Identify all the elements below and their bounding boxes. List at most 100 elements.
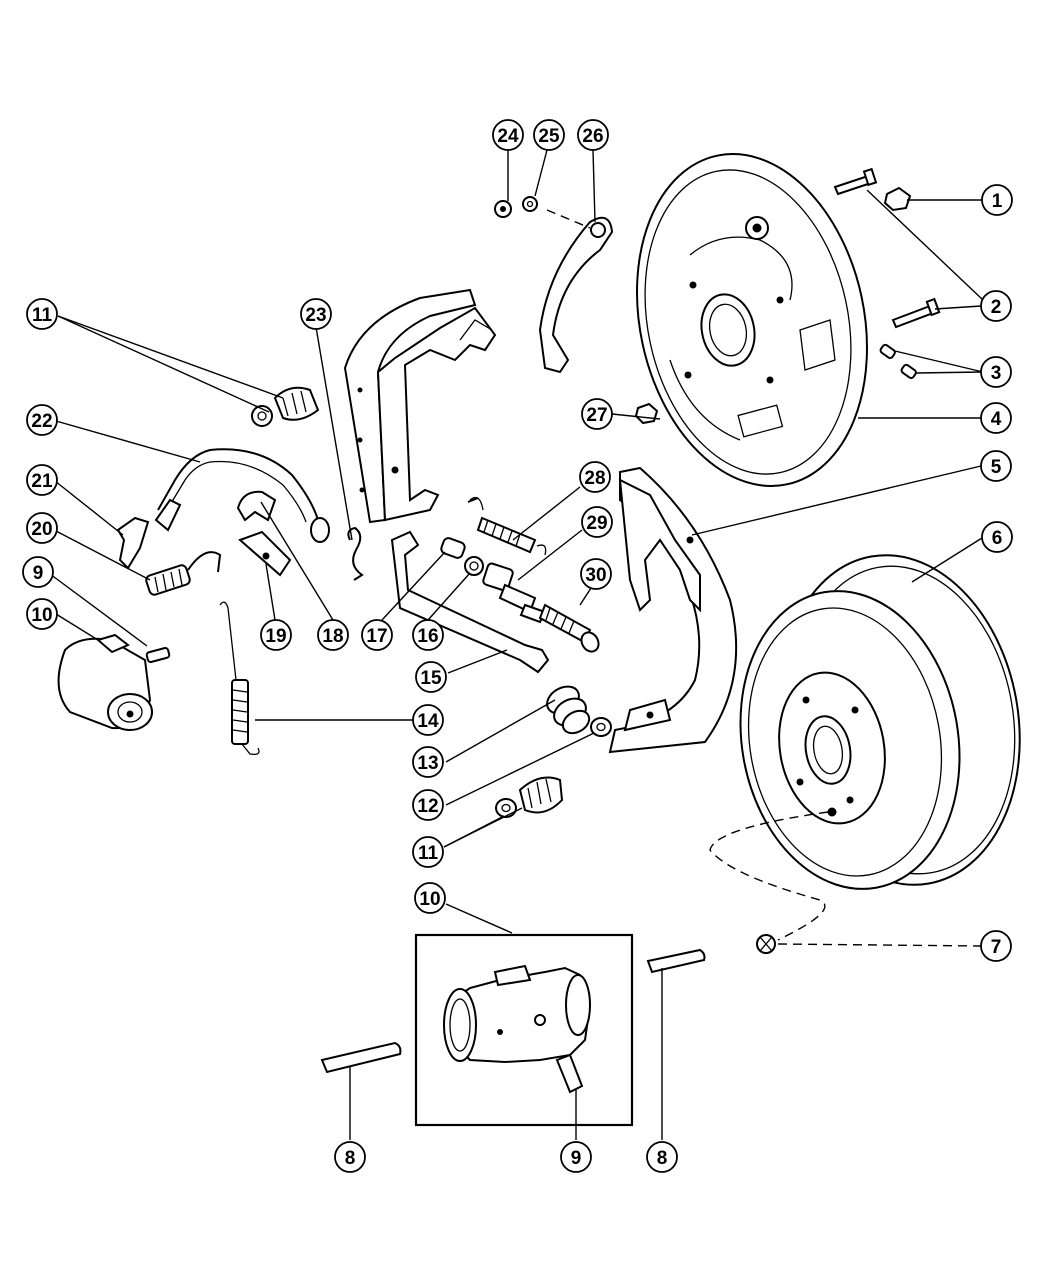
callout-label: 14: [417, 711, 439, 732]
callout-bubble: 8: [646, 1141, 678, 1173]
callout-bubble: 22: [26, 404, 58, 436]
callout-label: 10: [31, 605, 52, 626]
adjuster-nut: [538, 603, 600, 653]
pivot: [440, 537, 466, 559]
callout-bubble: 21: [26, 464, 58, 496]
callout-label: 25: [538, 126, 560, 147]
pin: [646, 948, 706, 974]
callout-label: 20: [31, 519, 52, 540]
callout-bubble: 24: [492, 119, 524, 151]
callout-label: 23: [305, 305, 326, 326]
return-spring: [467, 496, 547, 556]
dust-boot: [273, 386, 320, 421]
callout-label: 29: [586, 513, 607, 534]
retainer-clip: [236, 490, 277, 522]
callout-label: 11: [418, 843, 439, 864]
parking-brake-cable: [154, 448, 330, 543]
callout-bubble: 23: [300, 298, 332, 330]
brake-drum: [739, 554, 1021, 890]
callout-label: 19: [265, 626, 286, 647]
callout-label: 22: [31, 411, 52, 432]
hex-nut: [883, 186, 912, 212]
callout-label: 17: [366, 626, 387, 647]
callout-bubble: 11: [412, 836, 444, 868]
backing-plate: [636, 153, 868, 487]
callout-bubble: 8: [334, 1141, 366, 1173]
callout-bubble: 30: [580, 558, 612, 590]
adjuster-lever: [538, 216, 614, 374]
wheel-cylinder: [57, 633, 153, 731]
callout-label: 2: [991, 297, 1002, 318]
adjuster-screw: [482, 562, 547, 624]
lower-brake-shoe: [608, 466, 738, 754]
callout-label: 16: [417, 626, 438, 647]
callout-label: 7: [991, 937, 1002, 958]
washer: [495, 798, 517, 818]
callout-label: 18: [322, 626, 343, 647]
upper-brake-shoe: [343, 288, 497, 524]
mounting-bolt: [833, 167, 878, 196]
tinnerman-nut: [756, 934, 776, 954]
callout-label: 30: [585, 565, 606, 586]
callout-bubble: 12: [412, 789, 444, 821]
callout-bubble: 1: [981, 184, 1013, 216]
spring-clip: [347, 526, 364, 581]
callout-label: 24: [497, 126, 519, 147]
callout-bubble: 29: [581, 506, 613, 538]
access-plug: [879, 343, 917, 379]
washer: [590, 717, 612, 737]
wheel-cylinder-inset: [414, 933, 634, 1127]
callout-label: 27: [586, 405, 607, 426]
mounting-bolt: [891, 297, 941, 329]
callout-bubble: 18: [317, 619, 349, 651]
compression-spring: [546, 685, 591, 735]
callout-bubble: 14: [412, 704, 444, 736]
callout-label: 8: [345, 1148, 356, 1169]
callout-label: 4: [991, 409, 1002, 430]
callout-label: 8: [657, 1148, 668, 1169]
return-spring-long: [219, 601, 260, 756]
spring: [145, 551, 222, 596]
washer: [464, 556, 484, 576]
callout-bubble: 20: [26, 512, 58, 544]
callout-label: 3: [991, 363, 1002, 384]
callout-bubble: 10: [26, 598, 58, 630]
parking-strut: [390, 530, 550, 674]
nut: [634, 402, 659, 425]
bleeder-screw: [145, 646, 171, 664]
callout-bubble: 9: [22, 556, 54, 588]
callout-label: 5: [991, 457, 1002, 478]
callout-bubble: 3: [980, 356, 1012, 388]
callout-label: 21: [31, 471, 53, 492]
mounting-bracket: [116, 516, 150, 570]
callout-bubble: 9: [560, 1141, 592, 1173]
callout-bubble: 2: [980, 290, 1012, 322]
callout-label: 6: [992, 528, 1003, 549]
callout-bubble: 4: [980, 402, 1012, 434]
callout-bubble: 17: [361, 619, 393, 651]
callout-bubble: 16: [412, 619, 444, 651]
callout-bubble: 28: [579, 461, 611, 493]
callout-bubble: 11: [26, 298, 58, 330]
callout-label: 9: [33, 563, 44, 584]
callout-bubble: 19: [260, 619, 292, 651]
callout-bubble: 25: [533, 119, 565, 151]
callout-bubble: 27: [581, 398, 613, 430]
callout-label: 9: [571, 1148, 582, 1169]
leader-lines: [49, 149, 984, 1140]
callout-bubble: 6: [981, 521, 1013, 553]
callout-label: 10: [419, 889, 440, 910]
retainer-plate: [238, 530, 292, 577]
callout-bubble: 13: [412, 746, 444, 778]
callout-bubble: 7: [980, 930, 1012, 962]
callout-bubble: 26: [577, 119, 609, 151]
callout-bubble: 5: [980, 450, 1012, 482]
callout-label: 12: [417, 796, 438, 817]
callout-label: 1: [992, 191, 1003, 212]
dust-boot: [518, 776, 564, 814]
callout-bubble: 10: [414, 882, 446, 914]
callout-bubble: 15: [415, 661, 447, 693]
washer: [522, 196, 538, 212]
callout-label: 15: [420, 668, 442, 689]
